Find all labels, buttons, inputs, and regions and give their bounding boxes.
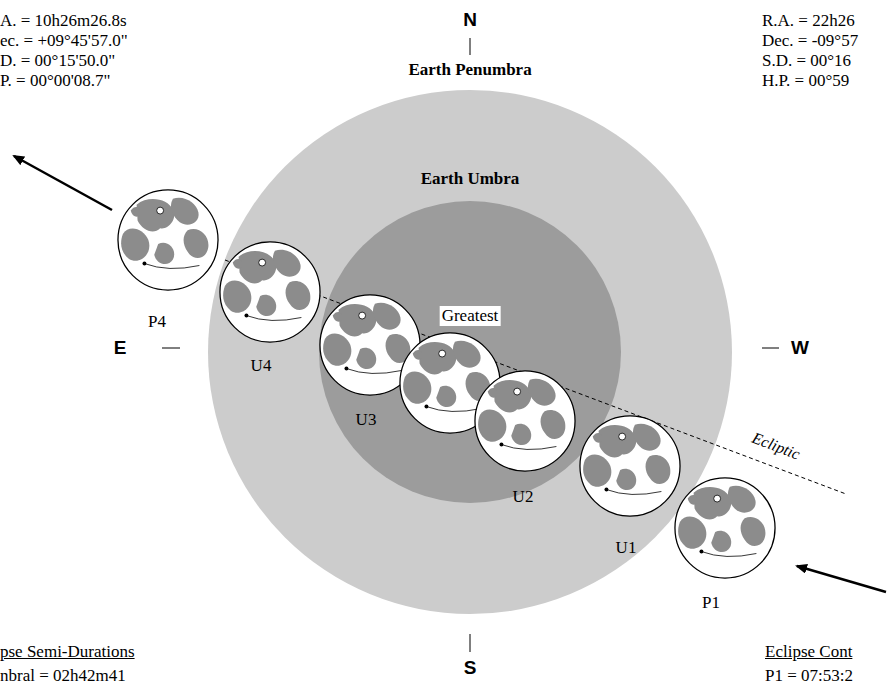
moon-disc: U2 bbox=[473, 369, 577, 473]
moon-disc: P4 bbox=[116, 188, 220, 292]
contact-label: U4 bbox=[249, 356, 274, 376]
table-heading: pse Semi-Durations bbox=[0, 643, 135, 662]
compass-letter: E bbox=[114, 338, 127, 359]
moon-picture bbox=[116, 188, 220, 292]
shadow-title: Earth Penumbra bbox=[405, 60, 534, 80]
moon-picture bbox=[578, 414, 682, 518]
contact-label: U3 bbox=[354, 410, 379, 430]
moon-picture bbox=[673, 476, 777, 580]
dec-value: ec. = +09°45'57.0" bbox=[0, 32, 128, 51]
ecliptic-label: Ecliptic bbox=[750, 429, 803, 463]
sd-value: D. = 00°15'50.0" bbox=[0, 52, 115, 71]
moon-disc: U4 bbox=[218, 240, 322, 344]
moon-disc: U1 bbox=[578, 414, 682, 518]
shadow-title: Earth Umbra bbox=[418, 169, 523, 189]
contact-label: P4 bbox=[146, 312, 168, 332]
table-cell: P1 = 07:53:2 bbox=[765, 667, 853, 684]
ra-value: A. = 10h26m26.8s bbox=[0, 12, 127, 31]
sd-value: S.D. = 00°16 bbox=[762, 52, 851, 71]
moon-picture bbox=[218, 240, 322, 344]
table-heading: Eclipse Cont bbox=[765, 643, 852, 662]
compass-letter: W bbox=[791, 338, 809, 359]
moon-disc: P1 bbox=[673, 476, 777, 580]
contact-label: U2 bbox=[511, 487, 536, 507]
dec-value: Dec. = -09°57 bbox=[762, 32, 858, 51]
compass-letter: N bbox=[463, 10, 477, 31]
table-cell: nbral = 02h42m41 bbox=[0, 667, 126, 684]
contact-label: U1 bbox=[614, 538, 639, 558]
contact-label: P1 bbox=[700, 593, 722, 613]
compass-letter: S bbox=[464, 658, 477, 679]
hp-value: P. = 00°00'08.7" bbox=[0, 72, 110, 91]
ra-value: R.A. = 22h26 bbox=[762, 12, 855, 31]
contact-label: Greatest bbox=[440, 306, 501, 326]
hp-value: H.P. = 00°59 bbox=[762, 72, 849, 91]
moon-picture bbox=[473, 369, 577, 473]
